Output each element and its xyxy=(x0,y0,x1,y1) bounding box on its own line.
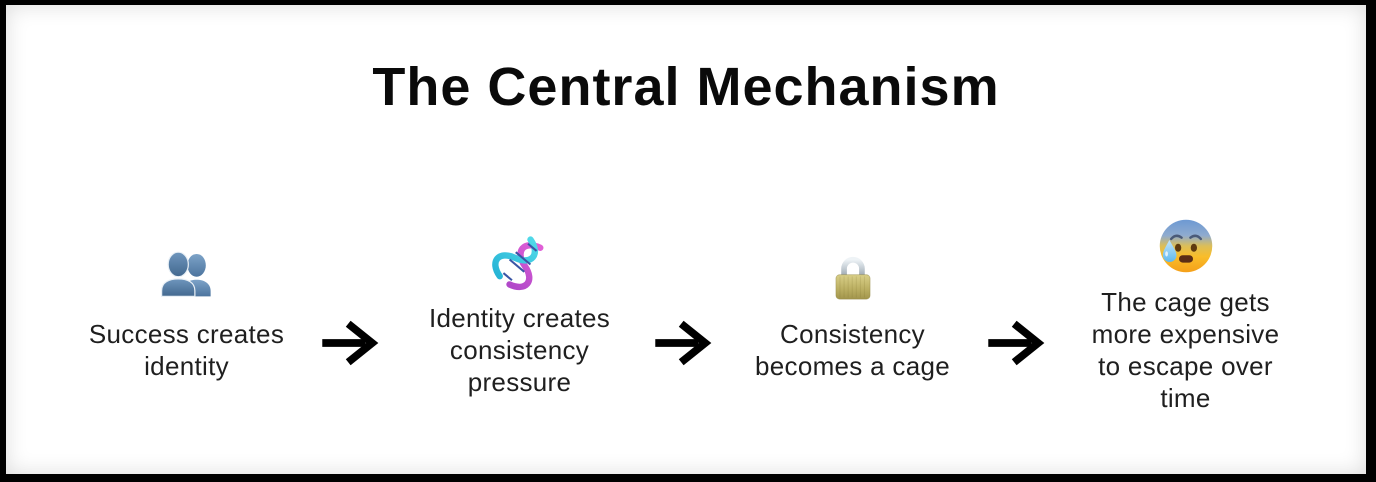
step-identity-creates-pressure: Identity creates consistency pressure xyxy=(411,232,629,398)
anxious-face-with-sweat-icon xyxy=(1158,216,1214,276)
step-label: The cage gets more expensive to escape o… xyxy=(1091,286,1280,413)
flow-row: Success creates identity xyxy=(6,216,1366,414)
step-label: Consistency becomes a cage xyxy=(755,318,950,381)
right-arrow-icon xyxy=(629,319,744,367)
dna-icon xyxy=(491,232,549,292)
diagram-canvas: The Central Mechanism xyxy=(6,5,1366,474)
right-arrow-icon xyxy=(296,319,411,367)
step-consistency-cage: Consistency becomes a cage xyxy=(744,248,962,382)
page-title: The Central Mechanism xyxy=(372,57,1000,117)
step-label: Success creates identity xyxy=(88,318,285,381)
locked-padlock-icon xyxy=(827,248,879,308)
step-label: Identity creates consistency pressure xyxy=(428,302,611,397)
right-arrow-icon xyxy=(962,319,1077,367)
step-cage-expensive-escape: The cage gets more expensive to escape o… xyxy=(1077,216,1295,414)
step-success-creates-identity: Success creates identity xyxy=(78,248,296,382)
busts-in-silhouette-icon xyxy=(158,248,216,308)
